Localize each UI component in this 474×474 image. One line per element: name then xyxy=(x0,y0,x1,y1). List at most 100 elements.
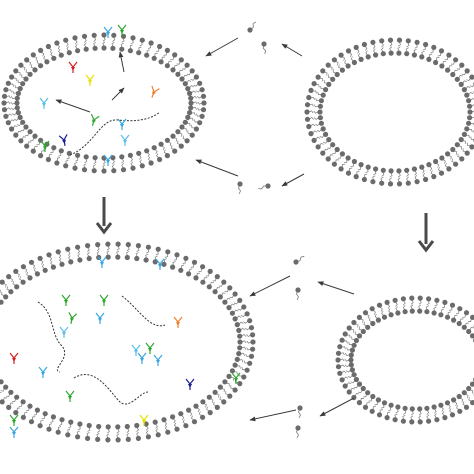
lipid-head xyxy=(115,424,121,430)
monomer-tip xyxy=(41,372,45,376)
lipid-head xyxy=(237,345,243,351)
lipid-tail xyxy=(241,340,247,344)
lipid-tail xyxy=(394,413,398,418)
lipid-tail xyxy=(163,258,167,263)
lipid-tail xyxy=(406,172,409,177)
lipid-head xyxy=(197,120,203,126)
lipid-head xyxy=(409,295,415,301)
lipid-tail xyxy=(84,38,87,43)
lipid-head xyxy=(375,317,381,323)
lipid-head xyxy=(444,400,451,406)
lipid-tail xyxy=(102,159,106,165)
lipid-tail xyxy=(418,415,422,421)
lipid-head xyxy=(405,180,411,186)
monomer-tip xyxy=(106,32,110,36)
lipid-tail xyxy=(449,307,453,311)
lipid-head xyxy=(237,297,243,303)
lipid-tail xyxy=(0,391,2,393)
lipid-tail xyxy=(50,52,54,57)
lipid-tail xyxy=(351,336,355,340)
lipid-tail xyxy=(434,413,437,419)
lipid-tail xyxy=(102,164,106,170)
lipid-head xyxy=(388,50,394,56)
lipid-tail xyxy=(418,410,422,416)
lipid-head xyxy=(155,246,161,252)
lipid-tail xyxy=(58,48,61,54)
lipid-head xyxy=(189,132,195,138)
lipid-head xyxy=(158,141,164,147)
lipid-head xyxy=(461,390,467,396)
lipid-tail xyxy=(9,277,13,283)
monomer-tip xyxy=(88,80,92,84)
lipid-head xyxy=(402,309,408,315)
lipid-tail xyxy=(349,52,353,58)
lipid-head xyxy=(351,319,357,326)
lipid-tail xyxy=(146,249,150,254)
lipid-head xyxy=(127,48,133,54)
lipid-tail xyxy=(116,245,120,251)
lipid-tail xyxy=(213,401,217,407)
monomer-green xyxy=(145,342,155,354)
lipid-head xyxy=(65,246,71,252)
lipid-tail xyxy=(471,110,474,113)
lipid-head xyxy=(170,414,176,420)
lipid-tail xyxy=(381,404,385,409)
lipid-head xyxy=(469,381,474,387)
lipid-tail xyxy=(462,140,467,145)
lipid-head xyxy=(75,48,81,54)
lipid-head xyxy=(9,126,15,132)
lipid-tail xyxy=(12,281,16,286)
lipid-tail xyxy=(337,155,342,159)
lipid-tail xyxy=(87,247,90,253)
lipid-tail xyxy=(315,98,320,102)
lipid-tail xyxy=(343,376,349,380)
lipid-head xyxy=(348,357,354,363)
lipid-head xyxy=(433,59,439,66)
lipid-tail xyxy=(41,150,45,154)
lipid-tail xyxy=(406,176,409,182)
lipid-head xyxy=(445,151,451,157)
lipid-tail xyxy=(3,397,8,401)
lipid-tail xyxy=(212,278,217,282)
lipid-head xyxy=(370,179,376,185)
lipid-head xyxy=(469,333,474,339)
lipid-head xyxy=(115,254,121,260)
lipid-head xyxy=(34,407,41,413)
lipid-tail xyxy=(387,304,391,309)
lipid-tail xyxy=(68,255,71,261)
lipid-head xyxy=(28,419,35,425)
lipid-tail xyxy=(68,424,72,429)
lipid-tail xyxy=(40,259,44,265)
lipid-head xyxy=(464,126,470,132)
lipid-head xyxy=(15,110,21,116)
lipid-head xyxy=(345,170,352,176)
lipid-head xyxy=(387,181,394,187)
lipid-head xyxy=(151,145,157,151)
lipid-tail xyxy=(96,246,100,252)
lipid-head xyxy=(175,129,181,135)
lipid-head xyxy=(17,86,23,92)
lipid-head xyxy=(466,98,472,104)
lipid-tail xyxy=(243,360,248,364)
lipid-head xyxy=(174,252,180,258)
lipid-tail xyxy=(225,391,229,396)
lipid-head xyxy=(8,389,14,395)
lipid-head xyxy=(463,404,470,410)
lipid-head xyxy=(105,437,111,443)
lipid-head xyxy=(111,32,117,38)
lipid-head xyxy=(461,87,467,93)
lipid-tail xyxy=(33,267,37,273)
monomer-green xyxy=(99,294,109,306)
lipid-head xyxy=(304,102,311,108)
lipid-tail xyxy=(441,406,444,412)
lipid-tail xyxy=(183,127,187,132)
lipid-tail xyxy=(442,60,447,65)
lipid-tail xyxy=(87,427,91,432)
lipid-head xyxy=(5,120,11,126)
lipid-head xyxy=(351,158,357,165)
monomer-tip xyxy=(68,396,72,400)
lipid-tail xyxy=(380,176,384,182)
monomer-navy xyxy=(58,134,68,147)
lipid-head xyxy=(24,57,30,63)
lipid-tail xyxy=(164,253,168,258)
